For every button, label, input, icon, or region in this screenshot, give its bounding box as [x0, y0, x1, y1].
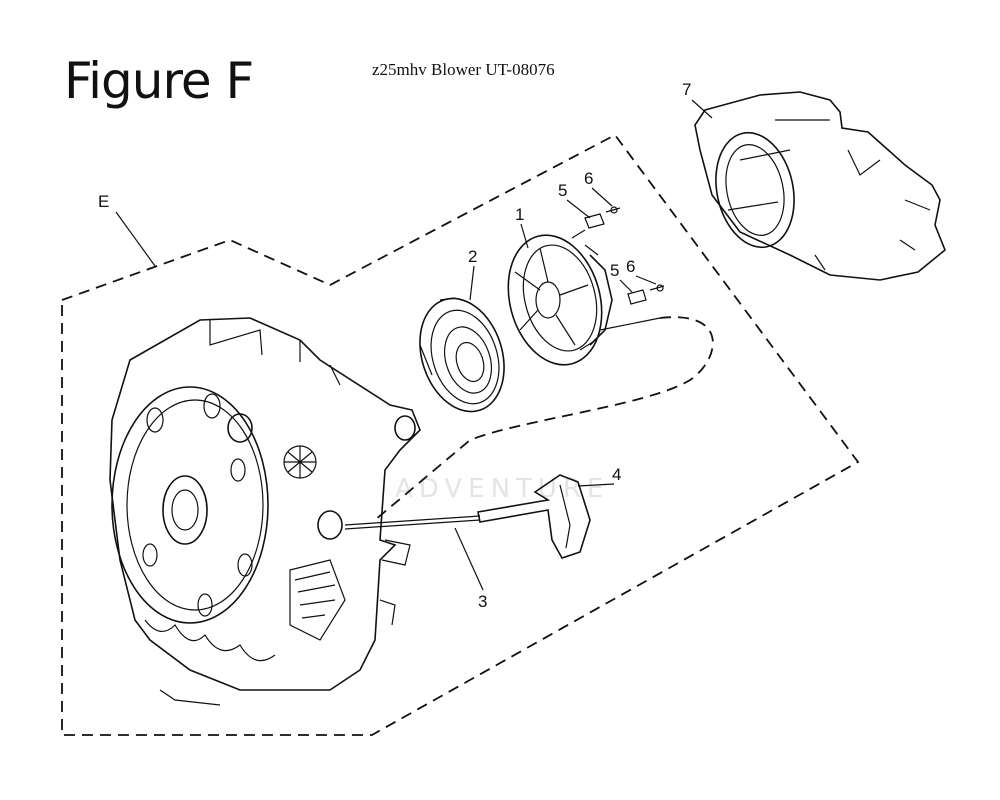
- part-2-recoil-spring: [419, 297, 505, 413]
- rope-path: [374, 316, 714, 521]
- callout-3: 3: [478, 592, 487, 611]
- part-3-starter-rope: [344, 515, 481, 526]
- starter-housing: [109, 317, 421, 706]
- leader-2: [469, 265, 475, 301]
- leader-6-lower: [635, 275, 657, 285]
- watermark-text: ADVENTURE: [395, 474, 609, 504]
- leader-7: [691, 99, 713, 119]
- callout-5-upper: 5: [558, 181, 567, 200]
- callout-6-upper: 6: [584, 169, 593, 188]
- figure-title: Figure F: [64, 52, 254, 110]
- callout-7: 7: [682, 80, 691, 99]
- part-5-6-screw-lower: [627, 284, 665, 305]
- leader-e: [115, 211, 156, 267]
- part-1-rope-pulley: [507, 234, 661, 366]
- part-7-fan-cover: [694, 91, 946, 281]
- leader-5-lower: [619, 279, 633, 293]
- leader-1: [520, 223, 529, 249]
- leader-5-upper: [566, 199, 591, 219]
- figure-subtitle: z25mhv Blower UT-08076: [372, 60, 555, 79]
- leader-4: [577, 483, 615, 487]
- callout-2: 2: [468, 247, 477, 266]
- part-4-starter-handle: [477, 474, 591, 559]
- leader-6-upper: [591, 187, 613, 207]
- assembly-boundary-e: [61, 133, 860, 736]
- callout-5-lower: 5: [610, 261, 619, 280]
- callout-6-lower: 6: [626, 257, 635, 276]
- callout-e: E: [98, 192, 109, 211]
- callout-1: 1: [515, 205, 524, 224]
- leader-3: [454, 527, 484, 591]
- callout-4: 4: [612, 465, 621, 484]
- part-5-6-screw-upper: [571, 206, 621, 239]
